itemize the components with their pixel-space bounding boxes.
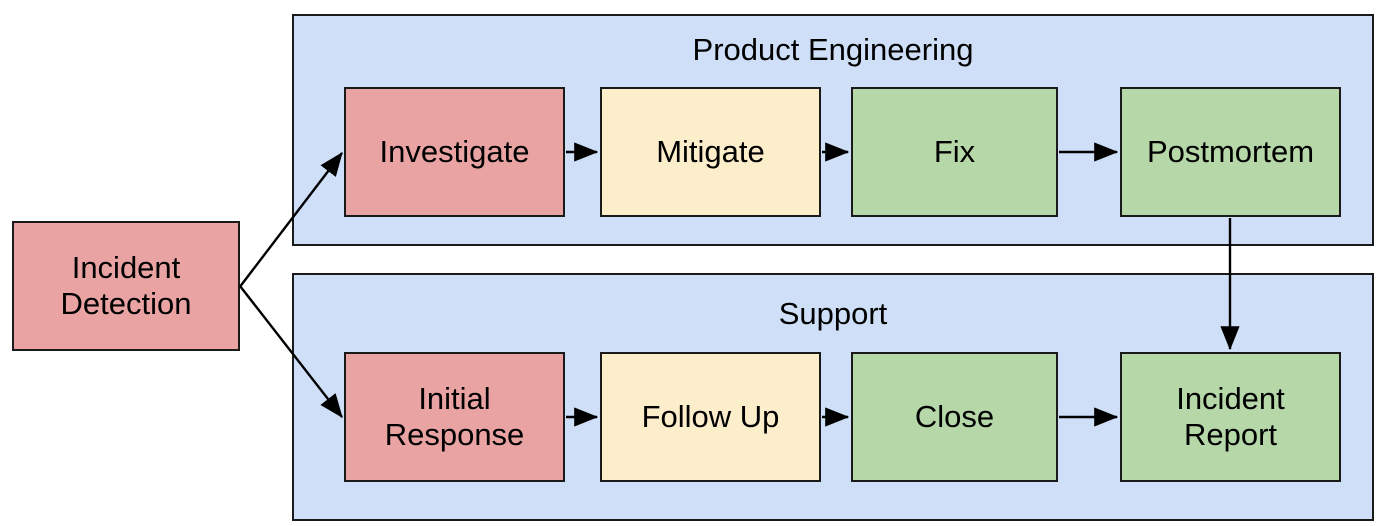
node-postmortem[interactable]: Postmortem (1120, 87, 1341, 217)
node-label-incident-detection-line2: Detection (60, 286, 192, 321)
node-label-investigate: Investigate (379, 134, 530, 170)
node-label-incident-report-line1: Incident (1176, 381, 1285, 417)
node-fix[interactable]: Fix (851, 87, 1058, 217)
node-close[interactable]: Close (851, 352, 1058, 482)
node-label-close: Close (914, 399, 995, 435)
node-label-postmortem: Postmortem (1146, 134, 1315, 170)
node-incident-report[interactable]: Incident Report (1120, 352, 1341, 482)
node-label-follow-up: Follow Up (641, 399, 780, 435)
node-label-initial-response-line2: Response (384, 417, 525, 452)
node-label-fix: Fix (933, 134, 976, 170)
swimlane-title-product-engineering: Product Engineering (692, 32, 974, 67)
node-investigate[interactable]: Investigate (344, 87, 565, 217)
node-mitigate[interactable]: Mitigate (600, 87, 821, 217)
swimlane-title-support: Support (778, 296, 888, 331)
node-initial-response[interactable]: Initial Response (344, 352, 565, 482)
node-label-incident-report-line2: Report (1183, 417, 1278, 452)
node-label-incident-detection-line1: Incident (71, 250, 181, 286)
node-follow-up[interactable]: Follow Up (600, 352, 821, 482)
node-label-initial-response-line1: Initial (418, 381, 491, 417)
node-incident-detection[interactable]: Incident Detection (12, 221, 240, 351)
node-label-mitigate: Mitigate (656, 134, 765, 170)
